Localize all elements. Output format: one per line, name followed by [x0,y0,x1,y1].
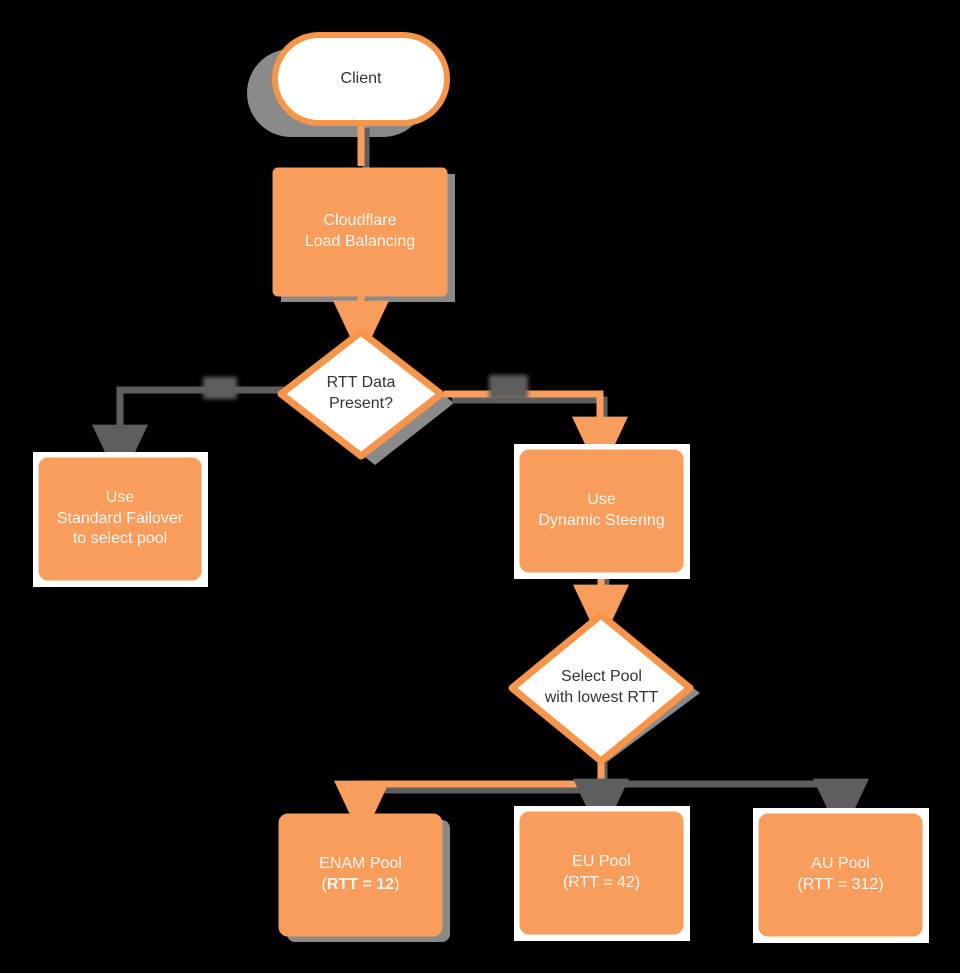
node-enam-pool[interactable] [278,813,443,937]
edge-label-yes: Yes [489,375,528,399]
edge-select-enam [334,751,605,841]
node-eu-pool[interactable] [519,811,684,935]
node-select-pool-lowest-rtt[interactable] [508,611,694,765]
node-au-pool[interactable] [758,813,923,937]
node-rtt-data-present[interactable] [277,328,445,460]
node-use-dynamic-steering[interactable] [519,449,684,573]
node-cloudflare-load-balancing[interactable] [272,167,448,297]
node-client[interactable] [272,32,450,126]
edge-label-no: No [203,377,237,399]
edge-select-au [601,778,869,839]
node-use-standard-failover[interactable] [38,457,202,581]
